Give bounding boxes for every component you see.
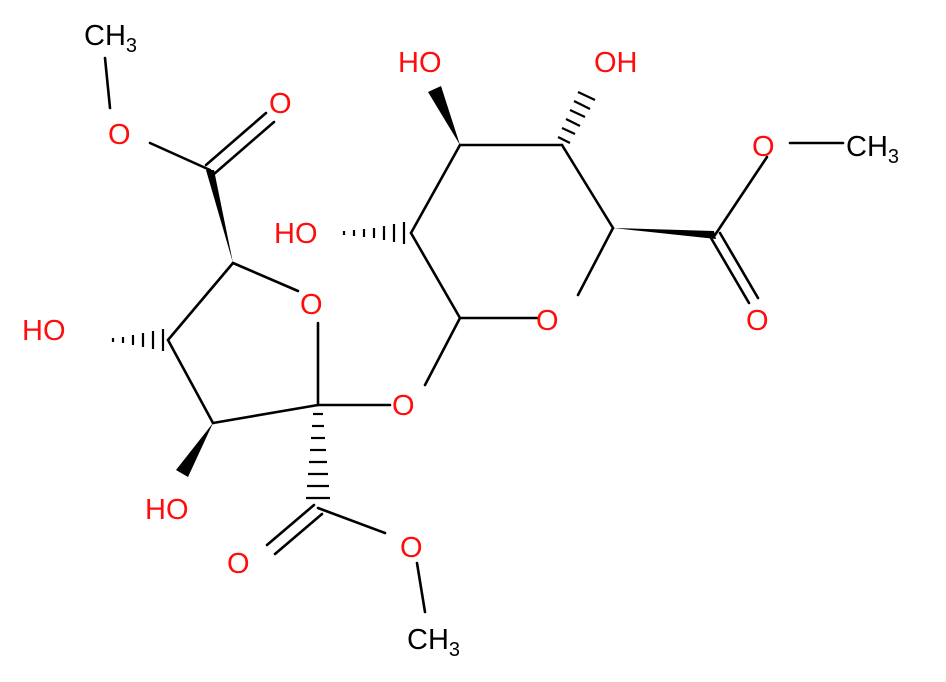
bond-ch3-o-topleft xyxy=(103,56,112,110)
label-ch3-bottom: CH3 xyxy=(407,624,460,661)
label-ho-mid-left: HO xyxy=(274,218,318,250)
bond-c-o-bottom-ester xyxy=(316,506,387,535)
bonds xyxy=(103,56,845,614)
label-o-ester-top-left: O xyxy=(108,119,131,151)
label-o-carbonyl-bottom: O xyxy=(227,548,250,580)
bond-carbonyl-bottom-a xyxy=(265,503,316,547)
bond-o-c-ester-topleft xyxy=(148,141,212,172)
bond-c2p-c3p xyxy=(409,143,462,235)
bond-o-ch3-bottom xyxy=(415,561,427,614)
hash-c2p-ho xyxy=(342,222,406,244)
bond-carbonyl-right-a xyxy=(709,236,751,305)
wedge-c3-ho xyxy=(176,423,213,477)
bond-o-glycosidic-c1p xyxy=(423,316,462,387)
label-ch3-top-left: CH3 xyxy=(84,20,137,57)
bond-carbonyl-topleft-b xyxy=(212,120,276,176)
label-o-ring-pyranose: O xyxy=(536,305,559,337)
hash-c2-ho xyxy=(111,329,165,351)
wedge-c3p-oh xyxy=(428,86,460,145)
label-o-glycosidic: O xyxy=(392,390,415,422)
label-o-carbonyl-top-left: O xyxy=(269,88,292,120)
bond-c3-c4 xyxy=(211,403,320,425)
bond-c2-c3 xyxy=(166,338,215,425)
label-o-carbonyl-right: O xyxy=(746,305,769,337)
atom-labels: CH3 O O HO OH O CH3 HO O O HO O O HO O O… xyxy=(22,20,899,661)
bond-c4p-c5p xyxy=(560,143,615,230)
wedge-c1-ester xyxy=(206,170,233,263)
label-o-ester-bottom: O xyxy=(400,532,423,564)
label-oh-top-b: OH xyxy=(594,47,638,79)
label-o-ester-right: O xyxy=(752,131,775,163)
wedge-c5p-ester xyxy=(613,228,716,239)
label-o-ring-furanose: O xyxy=(300,289,323,321)
bond-o-ring-c5p xyxy=(576,226,615,297)
hash-c4-ester xyxy=(306,412,330,500)
bond-c1-c2 xyxy=(166,261,235,342)
bond-c1p-c2p xyxy=(409,231,462,320)
label-ho-far-left: HO xyxy=(22,315,66,347)
label-ch3-right: CH3 xyxy=(846,131,899,168)
bond-carbonyl-right-b xyxy=(718,231,760,300)
bond-c-o-right-ester xyxy=(713,155,769,237)
bond-c1-o-ring xyxy=(231,261,300,293)
label-ho-bottom-left: HO xyxy=(145,494,189,526)
bond-carbonyl-bottom-b xyxy=(273,512,324,556)
label-ho-top-a: HO xyxy=(398,47,442,79)
bond-carbonyl-topleft-a xyxy=(204,111,268,167)
hash-c4p-oh xyxy=(557,91,596,144)
